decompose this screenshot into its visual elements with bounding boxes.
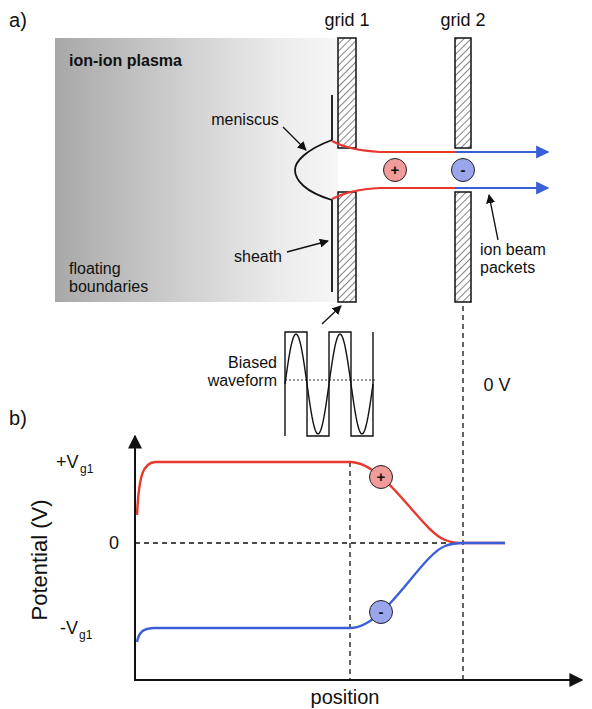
negative-potential-curve [137,543,505,642]
panel-label: b) [9,407,27,430]
ion-sign: - [379,603,384,620]
guide-line [349,462,350,680]
tick-subscript: g1 [80,463,93,477]
leader-arrow [489,195,498,240]
leader-arrow [322,306,341,324]
negative-beam [455,151,548,153]
ion-sign: + [377,468,386,485]
negative-beam [455,187,548,189]
ion-sign: - [461,161,466,178]
panel-label: a) [9,9,27,32]
positive-beam [332,188,455,199]
x-axis [134,679,582,681]
grid-bar [338,192,356,302]
leader-arrow [283,127,306,150]
negative-ion: - [369,600,393,624]
grid-bar [455,38,471,148]
callout-label: Biased waveform [195,353,279,392]
positive-beam [332,141,455,152]
square-wave [285,332,373,436]
positive-potential-curve [137,462,505,543]
leader-arrow [287,241,328,252]
negative-ion: - [451,158,475,182]
tick-label: +V [56,452,79,473]
grid-label: grid 1 [324,10,369,31]
sine-wave [285,334,373,434]
callout-label: meniscus [211,111,279,129]
voltage-label: 0 V [483,375,510,396]
grid-label: grid 2 [440,10,485,31]
axis-title: position [311,686,380,709]
tick-label: 0 [109,533,119,554]
tick-label: -V [60,618,78,639]
axis-title: Potential (V) [27,499,52,620]
positive-ion: + [369,465,393,489]
guide-line [462,306,463,680]
region-title: ion-ion plasma [69,52,182,70]
tick-subscript: g1 [79,629,92,643]
grid-bar [455,192,471,302]
region-note: floating boundaries [69,260,164,297]
grid-bar [338,38,356,148]
positive-ion: + [383,158,407,182]
sheath-line [295,95,332,292]
ion-sign: + [391,161,400,178]
callout-label: sheath [234,248,282,266]
callout-label: ion beam packets [480,241,564,278]
y-axis [134,436,136,681]
